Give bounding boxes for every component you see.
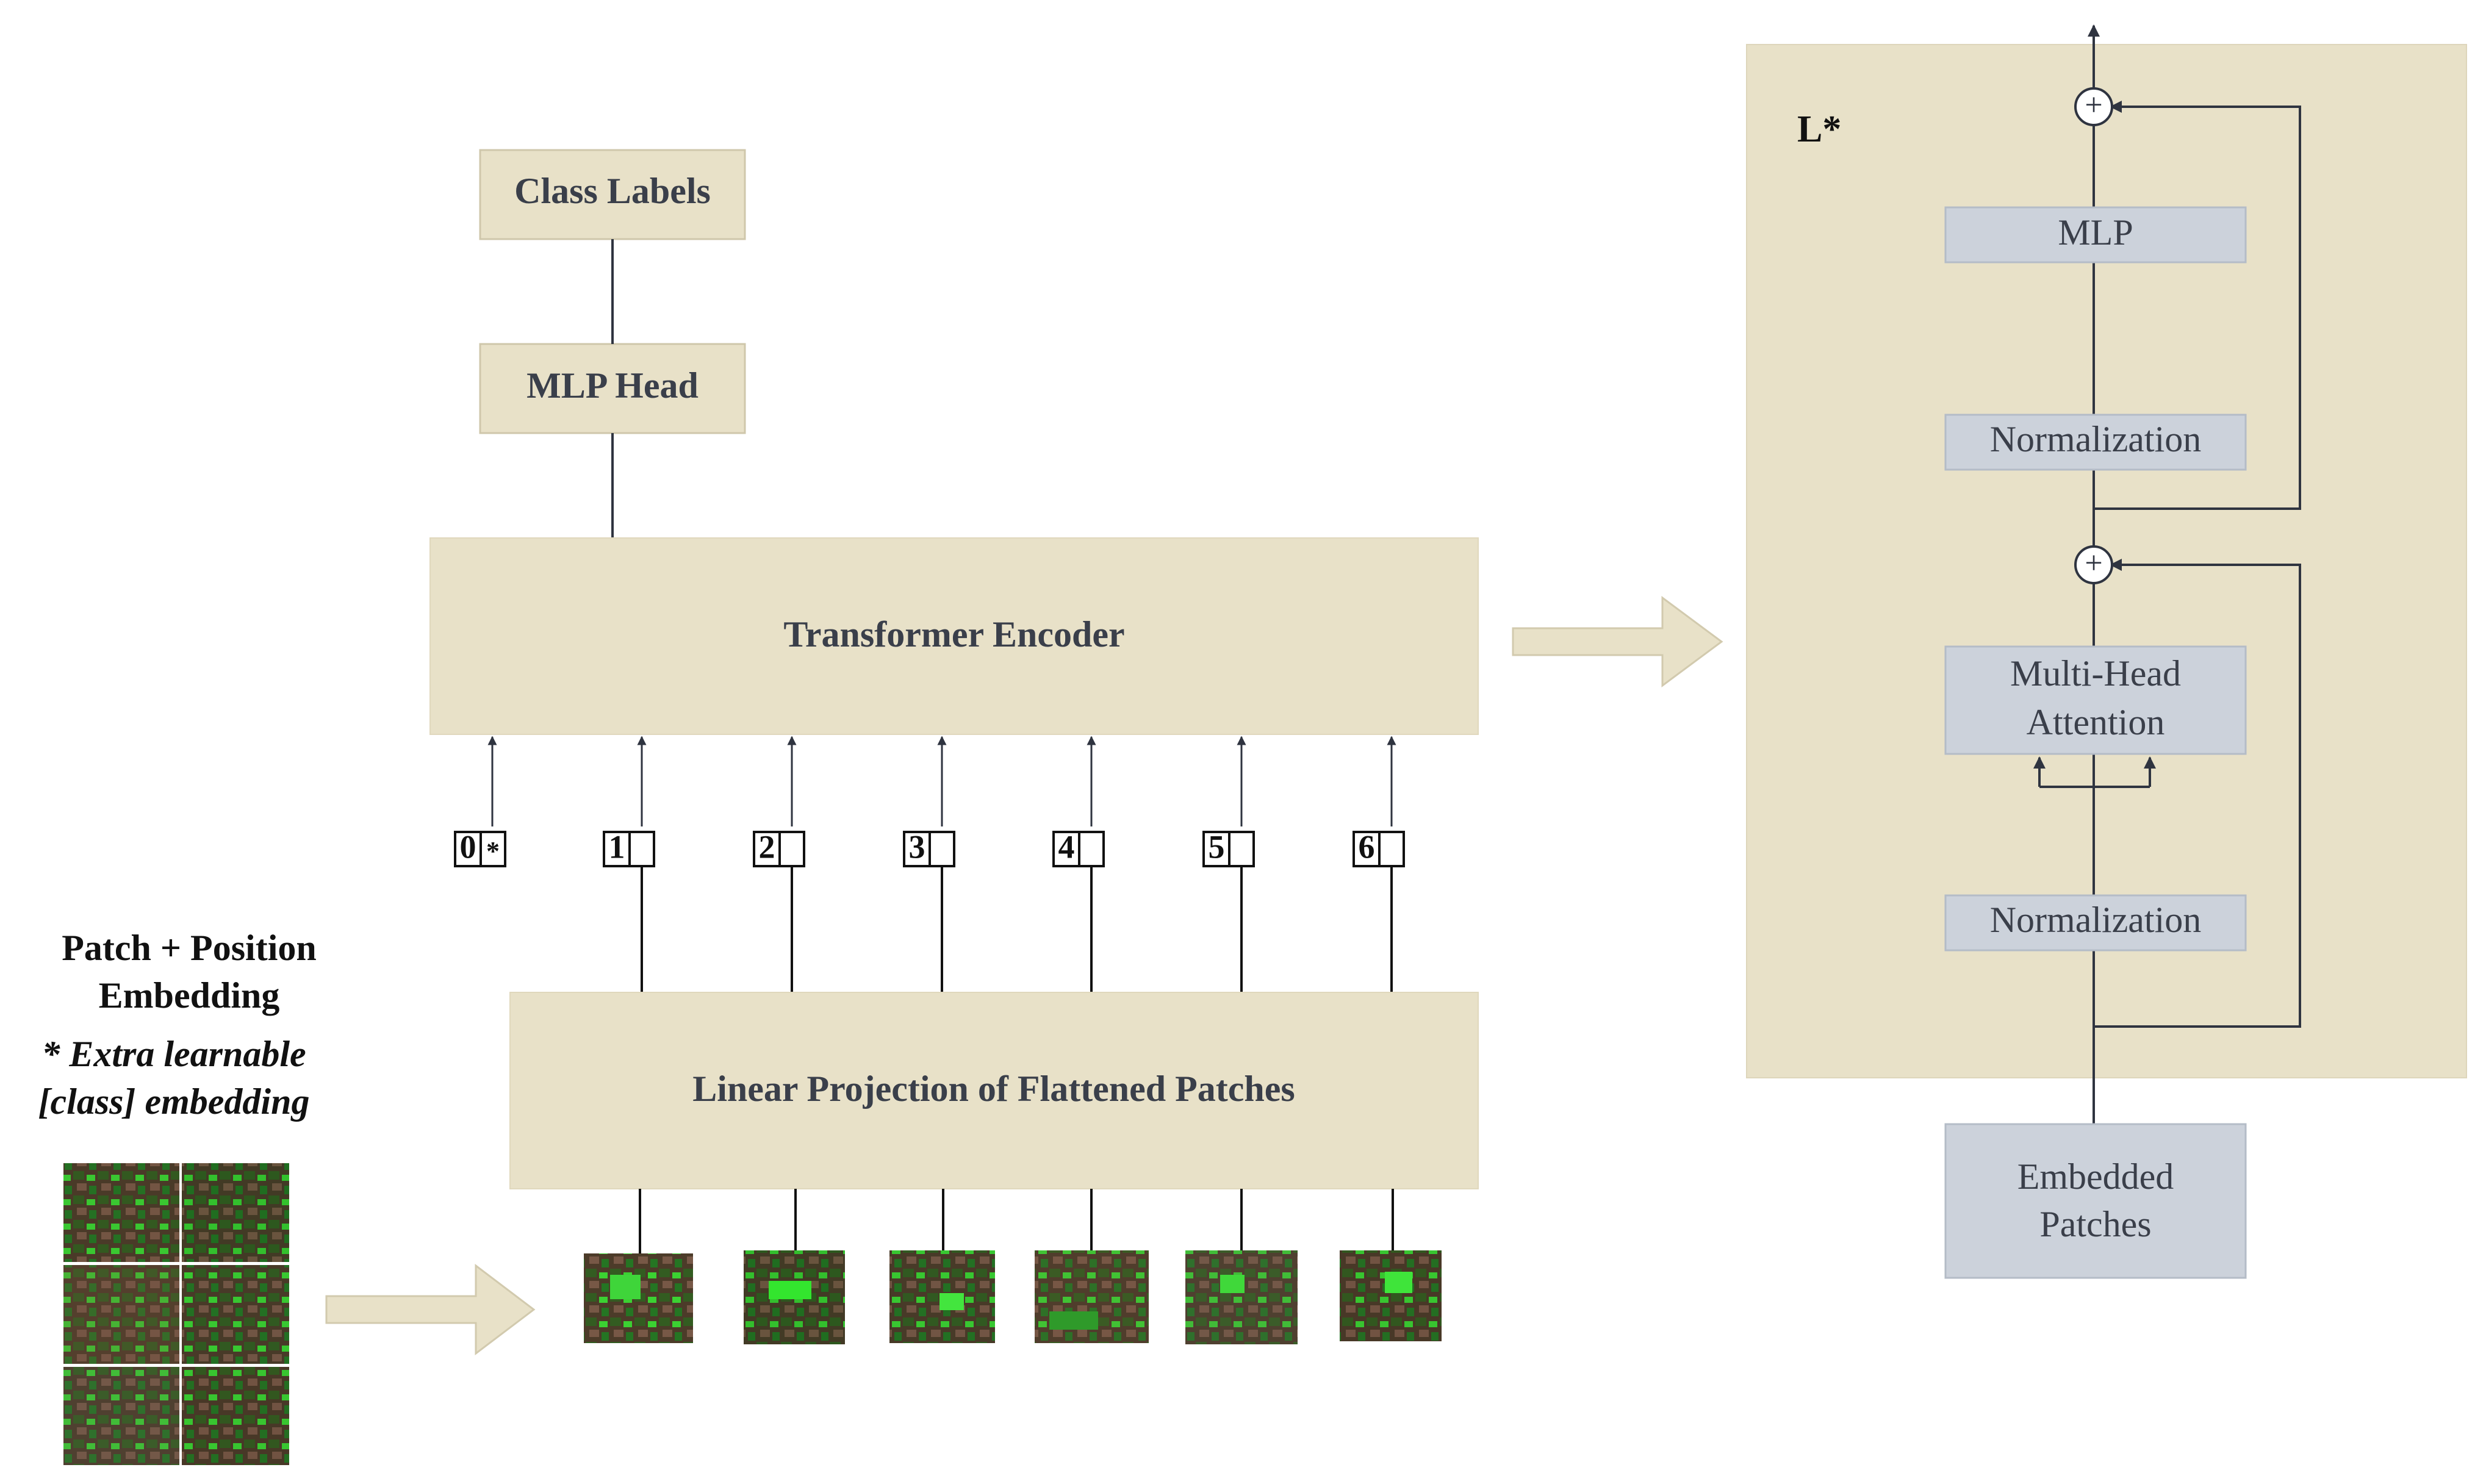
token-4: 4 [1052,828,1105,867]
mlp-head-text: MLP Head [526,365,699,406]
transformer-encoder-box: Transformer Encoder [429,537,1479,735]
token-5: 5 [1202,828,1255,867]
attention-fork [2033,756,2156,788]
class-labels-text: Class Labels [514,171,711,211]
source-image-grid [62,1162,289,1465]
embedded-line2: Patches [2039,1204,2151,1244]
token-index: 6 [1359,828,1375,865]
extra-learnable-line1: * Extra learnable [41,1034,306,1074]
token-6: 6 [1353,828,1405,867]
embedding-title-line2: Embedding [99,975,280,1016]
token-index: 1 [609,828,625,865]
patch-arrow [325,1263,536,1356]
embedded-line1: Embedded [2017,1156,2174,1197]
plus-sign: + [2085,546,2102,581]
patch-image-5 [1185,1250,1298,1344]
skip-connections [2094,101,2301,1028]
plus-sign: + [2085,88,2102,123]
linear-projection-box: Linear Projection of Flattened Patches [509,992,1479,1189]
mlp-text: MLP [2058,212,2133,253]
flattened-patches [584,1250,1442,1344]
layer-count-label: L* [1797,109,1841,150]
token-index: 2 [759,828,775,865]
normalization-top-box: Normalization [1944,414,2247,471]
patch-image-3 [889,1250,995,1343]
add-node-bottom: + [2074,545,2113,584]
patch-image-6 [1340,1250,1442,1341]
patch-image-1 [584,1253,693,1343]
normalization-top-text: Normalization [1990,419,2202,459]
projection-to-patch-lines [639,1189,1394,1253]
embedding-title-line1: Patch + Position [62,928,317,968]
token-3: 3 [903,828,955,867]
normalization-bottom-box: Normalization [1944,894,2247,952]
token-arrows [487,736,1396,826]
mha-line1: Multi-Head [2010,653,2181,694]
mlp-box: MLP [1944,206,2247,263]
token-1: 1 [603,828,655,867]
token-index: 3 [909,828,925,865]
patch-image-2 [744,1250,845,1344]
extra-learnable-line2: [class] embedding [38,1081,310,1122]
token-mark: * [486,836,500,866]
normalization-bottom-text: Normalization [1990,900,2202,940]
token-2: 2 [753,828,805,867]
add-node-top: + [2074,87,2113,126]
token-index: 4 [1058,828,1075,865]
patch-image-4 [1035,1250,1149,1343]
mlp-head-box: MLP Head [479,343,746,434]
multi-head-attention-box: Multi-Head Attention [1944,645,2247,755]
transformer-encoder-text: Transformer Encoder [783,614,1124,654]
mha-line2: Attention [2027,702,2165,742]
linear-projection-text: Linear Projection of Flattened Patches [692,1069,1295,1109]
token-index: 5 [1209,828,1225,865]
embedded-patches-box: Embedded Patches [1944,1123,2247,1279]
token-0: 0 * [454,828,506,867]
class-labels-box: Class Labels [479,149,746,240]
token-index: 0 [460,828,476,865]
expand-arrow [1512,596,1723,687]
token-to-projection-lines [641,866,1393,992]
